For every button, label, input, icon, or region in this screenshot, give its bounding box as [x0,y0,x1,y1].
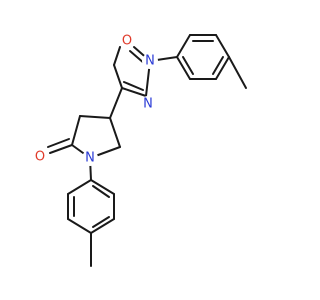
label-bg [82,150,98,166]
bond [215,34,230,58]
atom-labels: O N O N N [32,33,158,166]
bond [113,64,123,89]
carbonyl-double [47,138,70,148]
bond [109,117,121,148]
bond [67,218,92,234]
label-bg [119,33,135,49]
p-tolyl-ring [67,157,115,267]
label-bg [32,149,48,165]
bond [176,56,191,80]
label-bg [140,96,156,112]
carbonyl-bond [49,144,73,154]
carbonyl-oxygen-label: O [35,150,45,165]
m-tolyl-ring [176,34,247,89]
bond [90,218,115,234]
molecule-canvas: O N O N N [32,33,247,267]
bond [71,115,81,146]
bond [79,115,111,119]
methyl-bond [228,56,247,89]
label-bg [142,53,158,69]
ring-oxygen-label: O [122,34,132,49]
lactam-nitrogen-label: N [85,151,95,166]
pyrrolidinone-ring [47,115,121,159]
structure-diagram: O N O N N [32,33,247,267]
double-bond-inner [92,185,110,198]
ring-nitrogen-top-label: N [145,54,155,69]
ring-nitrogen-bottom-label: N [143,97,153,112]
bond [176,34,191,58]
double-bond-inner [182,56,194,75]
linker-bond [109,87,123,119]
double-bond-inner [92,216,110,228]
double-bond-inner [123,81,144,91]
bond [67,179,92,195]
bond [215,56,230,80]
bond [90,179,115,195]
bond [121,87,147,97]
double-bond-inner [212,56,224,75]
bond [113,46,121,66]
